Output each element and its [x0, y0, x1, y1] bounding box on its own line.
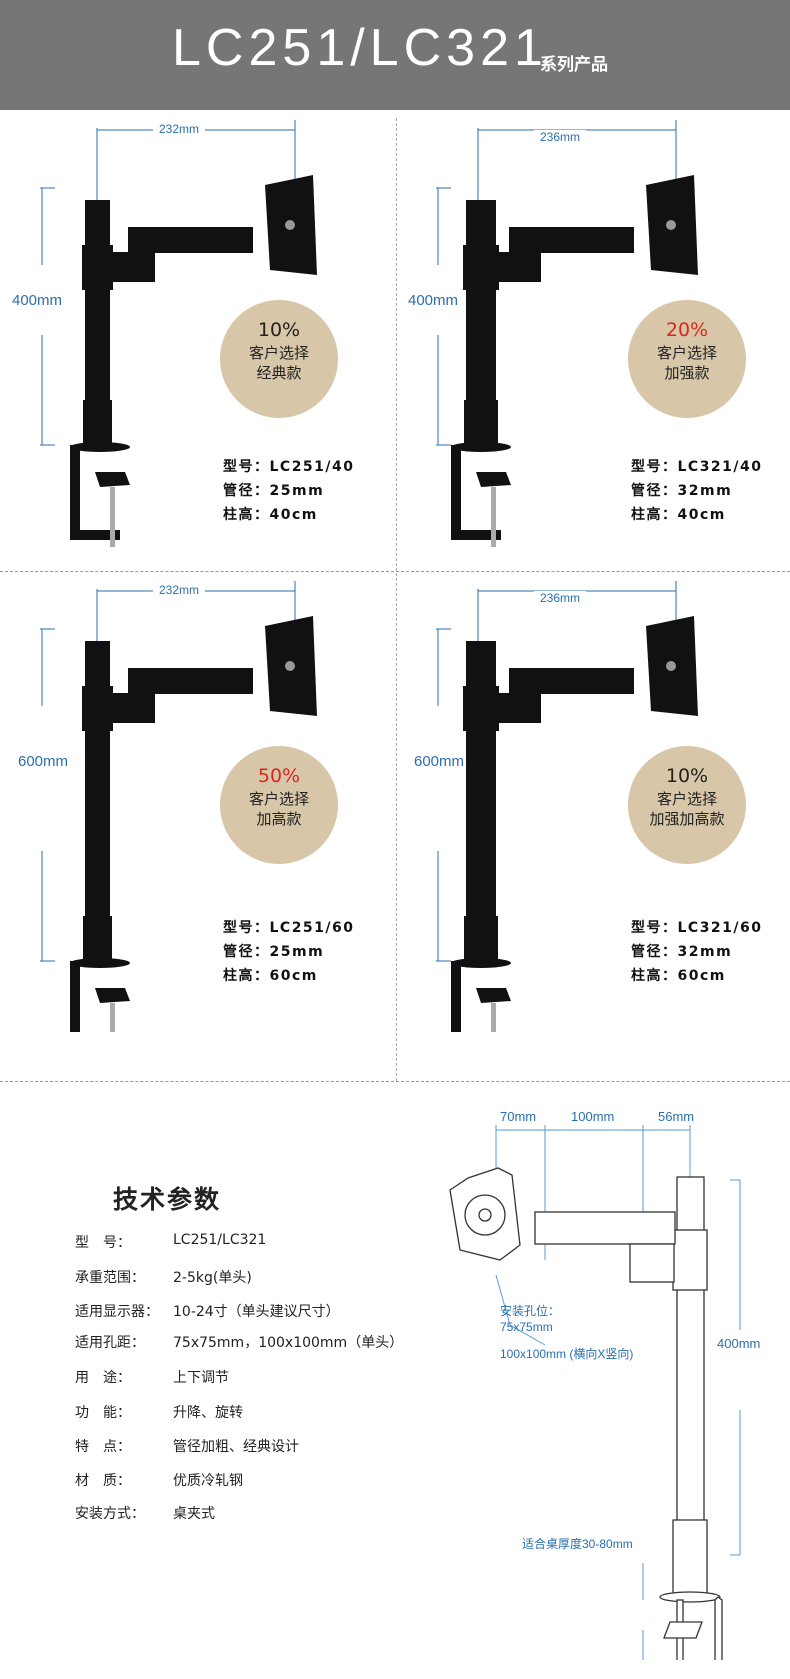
spec-key: 功 能： [75, 1405, 131, 1421]
spec-value: LC251/LC321 [173, 1232, 267, 1248]
divider-vertical [396, 118, 397, 1081]
pipe-diameter: 管径：25mm [223, 483, 325, 499]
percentage-badge: 50% 客户选择 加高款 [220, 746, 338, 864]
model-number: 型号：LC251/60 [223, 920, 355, 936]
column-height: 柱高：40cm [631, 507, 726, 523]
spec-row: 安装方式： 桌夹式 [75, 1503, 575, 1525]
product-specs: 型号：LC251/60 管径：25mm 柱高：60cm [223, 916, 355, 988]
badge-line2: 加强款 [664, 364, 710, 382]
model-number: 型号：LC321/40 [631, 459, 763, 475]
percentage-value: 10% [665, 765, 709, 787]
percentage-value: 20% [665, 319, 709, 341]
column-height: 柱高：60cm [631, 968, 726, 984]
divider-bottom [0, 1081, 790, 1082]
spec-value: 管径加粗、经典设计 [173, 1439, 299, 1455]
page-subtitle: 系列产品 [540, 55, 608, 75]
monitor-arm-image [436, 581, 698, 1032]
spec-row: 承重范围： 2-5kg(单头) [75, 1267, 575, 1289]
percentage-badge: 10% 客户选择 经典款 [220, 300, 338, 418]
dim-56: 56mm [658, 1109, 695, 1124]
spec-key: 型 号： [75, 1235, 131, 1251]
monitor-arm-image [436, 120, 698, 547]
divider-horizontal [0, 571, 790, 572]
model-number: 型号：LC251/40 [223, 459, 355, 475]
spec-key: 适用显示器： [75, 1304, 159, 1320]
width-dimension: 236mm [534, 130, 587, 144]
height-dimension: 400mm [12, 292, 63, 309]
height-dimension: 400mm [408, 292, 459, 309]
spec-row: 型 号： LC251/LC321 [75, 1232, 575, 1254]
spec-value: 升降、旋转 [173, 1405, 243, 1421]
spec-row: 适用显示器： 10-24寸（单头建议尺寸） [75, 1301, 575, 1323]
width-dimension: 232mm [153, 583, 206, 597]
spec-key: 材 质： [75, 1473, 131, 1489]
spec-value: 上下调节 [173, 1370, 229, 1386]
dim-height: 400mm [717, 1336, 761, 1351]
product-panel: 232mm 600mm 50% 客户选择 加高款 型号：LC251/60 管径：… [0, 571, 396, 1032]
percentage-badge: 20% 客户选择 加强款 [628, 300, 746, 418]
product-specs: 型号：LC321/40 管径：32mm 柱高：40cm [631, 455, 763, 527]
badge-line1: 客户选择 [248, 344, 309, 362]
monitor-arm-image [40, 581, 317, 1032]
spec-row: 适用孔距： 75x75mm，100x100mm（单头） [75, 1332, 575, 1354]
dim-70: 70mm [500, 1109, 537, 1124]
badge-line1: 客户选择 [248, 790, 309, 808]
spec-value: 2-5kg(单头) [173, 1270, 252, 1286]
column-height: 柱高：40cm [223, 507, 318, 523]
product-panel: 236mm 600mm 10% 客户选择 加强加高款 型号：LC321/60 管… [396, 571, 790, 1032]
spec-key: 适用孔距： [75, 1335, 145, 1351]
product-specs: 型号：LC321/60 管径：32mm 柱高：60cm [631, 916, 763, 988]
hole-75: 75x75mm [500, 1320, 553, 1334]
percentage-value: 10% [257, 319, 301, 341]
height-dimension: 600mm [18, 753, 69, 770]
spec-value: 75x75mm，100x100mm（单头） [173, 1335, 404, 1351]
spec-row: 特 点： 管径加粗、经典设计 [75, 1436, 575, 1458]
spec-value: 10-24寸（单头建议尺寸） [173, 1304, 340, 1320]
product-specs: 型号：LC251/40 管径：25mm 柱高：40cm [223, 455, 355, 527]
spec-value: 优质冷轧钢 [173, 1473, 243, 1489]
spec-row: 用 途： 上下调节 [75, 1367, 575, 1389]
pipe-diameter: 管径：25mm [223, 944, 325, 960]
spec-row: 功 能： 升降、旋转 [75, 1402, 575, 1424]
column-height: 柱高：60cm [223, 968, 318, 984]
hole-100: 100x100mm (横向X竖向) [500, 1347, 634, 1361]
page-title: LC251/LC321 [172, 19, 548, 77]
badge-line1: 客户选择 [656, 790, 717, 808]
header-banner: LC251/LC321 系列产品 [0, 0, 790, 110]
badge-line2: 加高款 [256, 810, 302, 828]
desk-thickness: 适合桌厚度30-80mm [522, 1537, 633, 1551]
specs-title: 技术参数 [113, 1185, 222, 1214]
model-number: 型号：LC321/60 [631, 920, 763, 936]
pipe-diameter: 管径：32mm [631, 944, 733, 960]
percentage-badge: 10% 客户选择 加强加高款 [628, 746, 746, 864]
percentage-value: 50% [257, 765, 301, 787]
height-dimension: 600mm [414, 753, 465, 770]
product-panel: 232mm 400mm 10% 客户选择 经典款 型号：LC251/40 管径：… [0, 110, 396, 571]
spec-key: 特 点： [75, 1439, 131, 1455]
width-dimension: 232mm [153, 122, 206, 136]
dim-100: 100mm [571, 1109, 615, 1124]
spec-key: 承重范围： [75, 1270, 145, 1286]
spec-value: 桌夹式 [173, 1506, 215, 1522]
spec-key: 用 途： [75, 1370, 131, 1386]
monitor-arm-image [40, 120, 317, 547]
badge-line1: 客户选择 [656, 344, 717, 362]
hole-label: 安装孔位： [500, 1304, 561, 1318]
spec-row: 材 质： 优质冷轧钢 [75, 1470, 575, 1492]
badge-line2: 经典款 [256, 364, 302, 382]
pipe-diameter: 管径：32mm [631, 483, 733, 499]
spec-key: 安装方式： [75, 1506, 145, 1522]
badge-line2: 加强加高款 [649, 810, 725, 828]
product-panel: 236mm 400mm 20% 客户选择 加强款 型号：LC321/40 管径：… [396, 110, 790, 571]
technical-drawing [449, 1125, 741, 1660]
width-dimension: 236mm [534, 591, 587, 605]
